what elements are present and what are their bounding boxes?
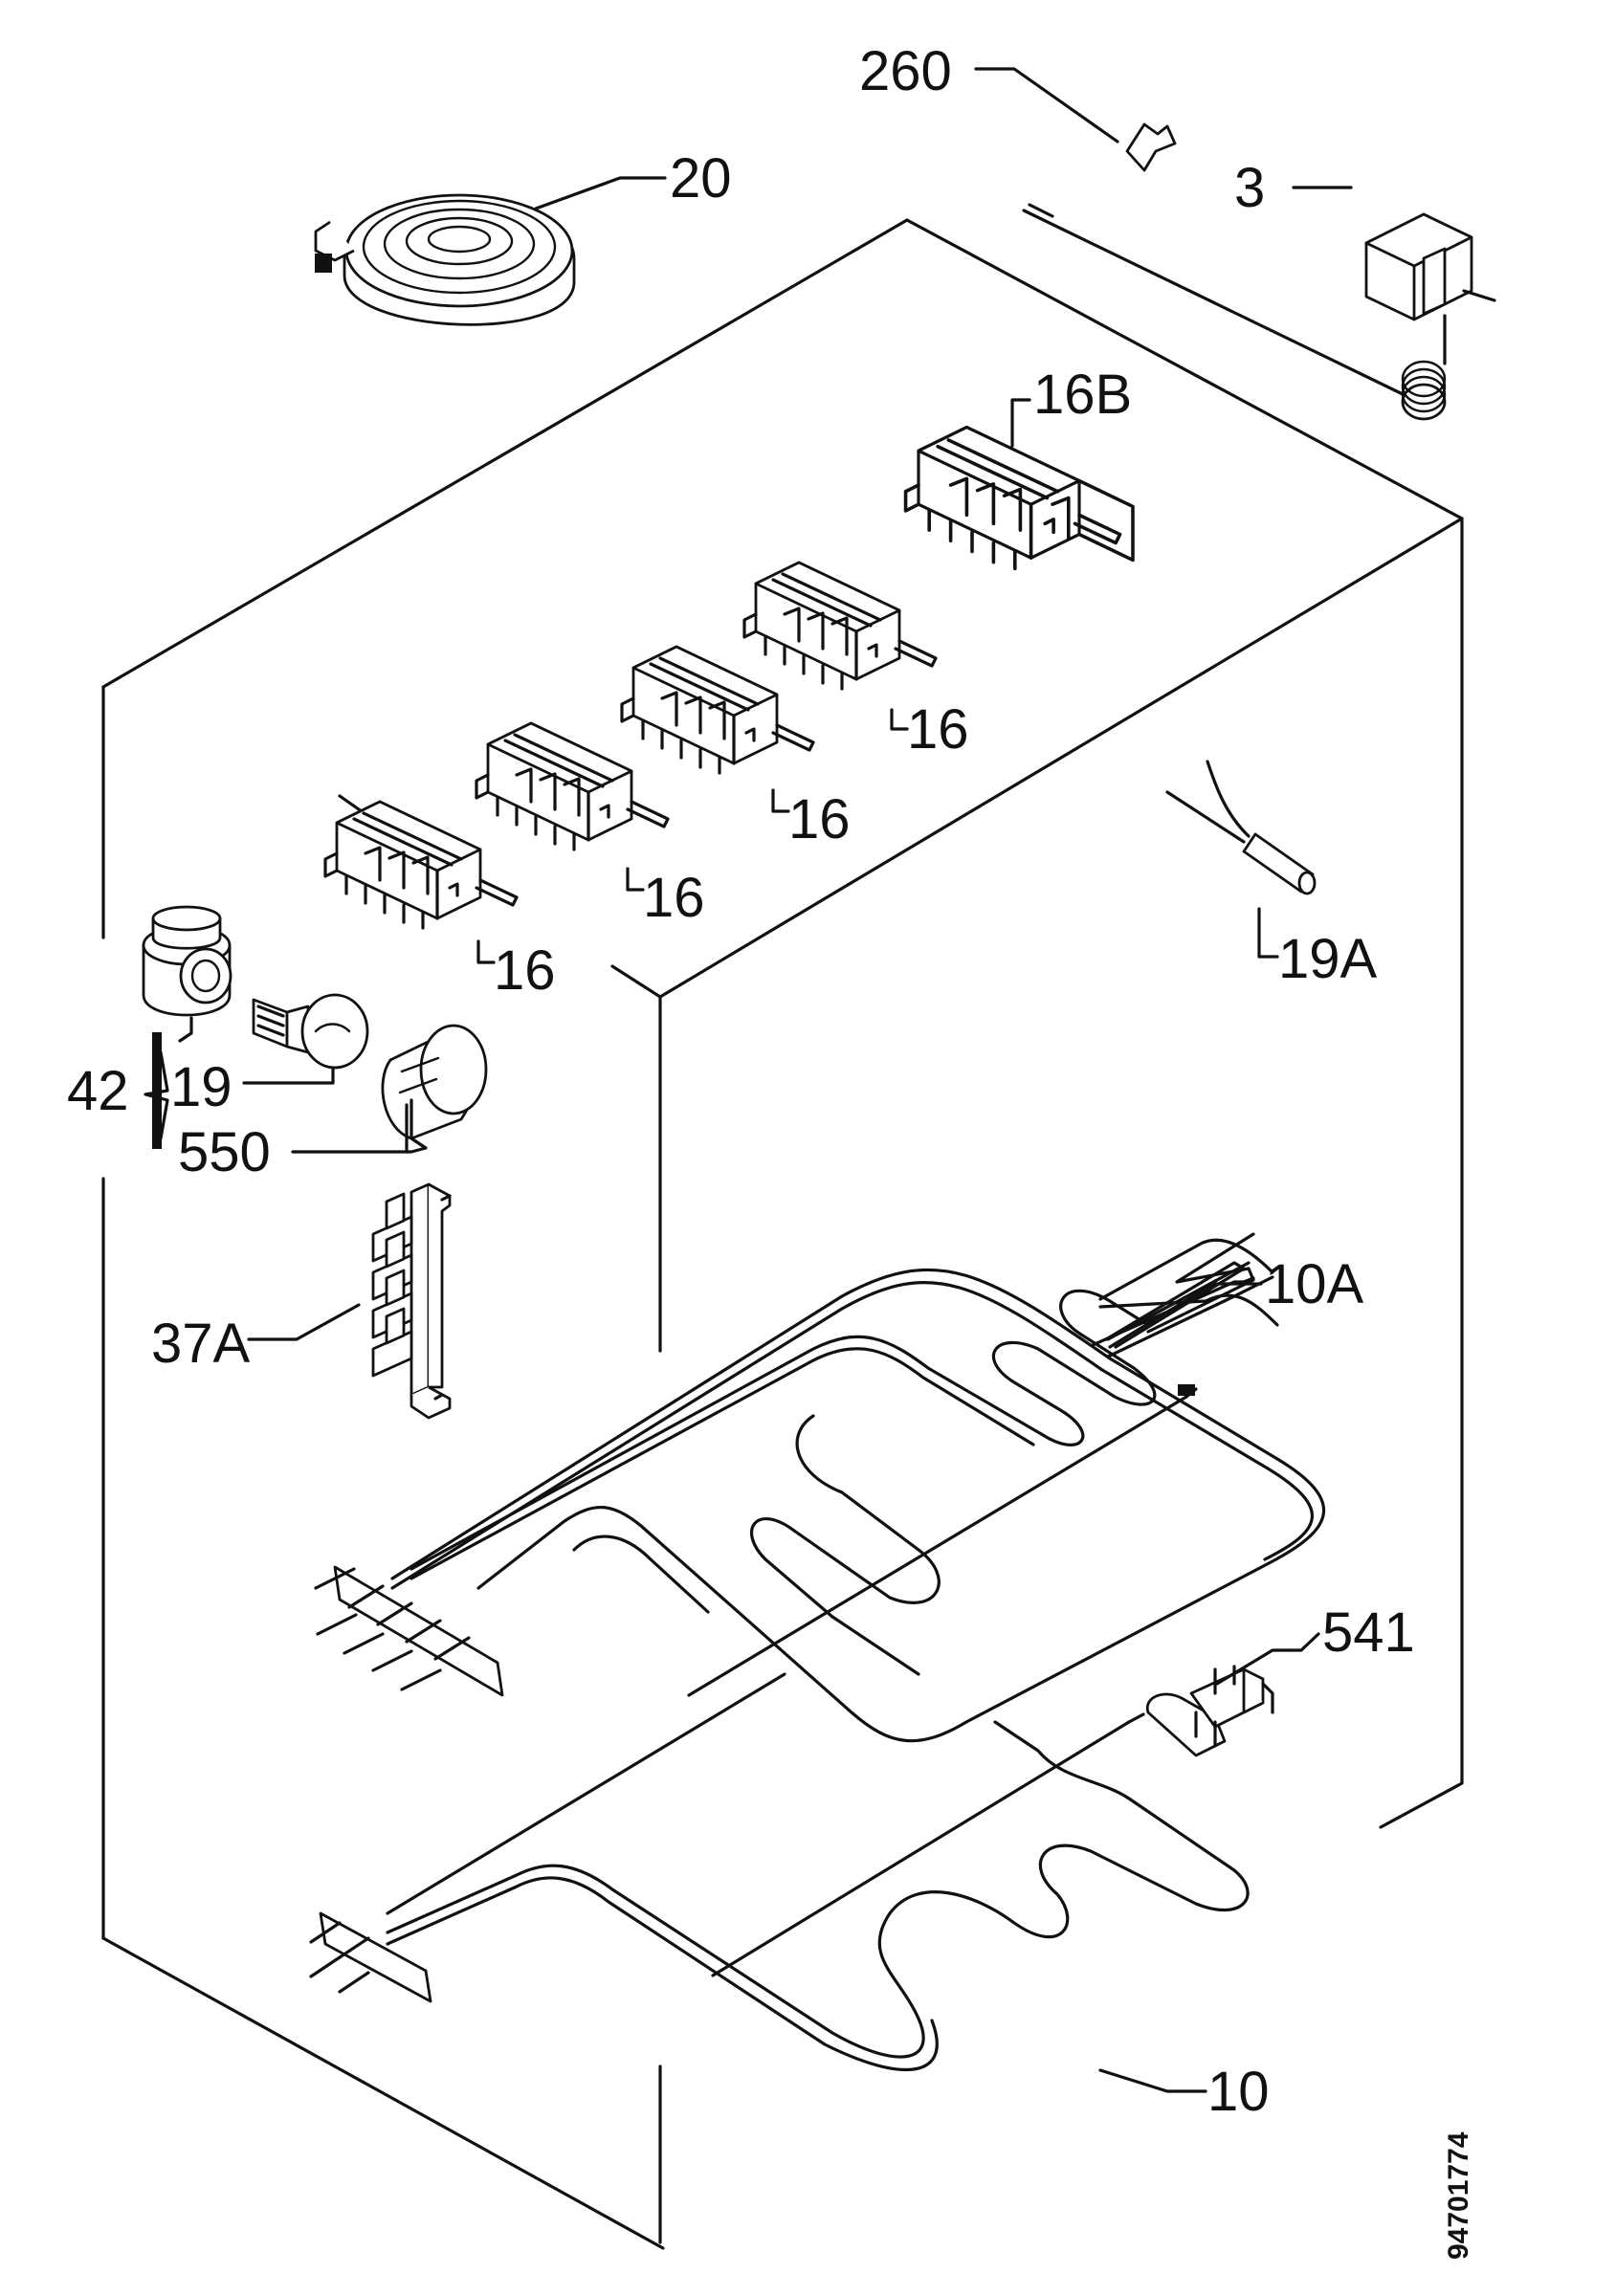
label-19: 19 [170, 1056, 232, 1118]
grill-heating-element [314, 1232, 1326, 1743]
label-19a: 19A [1278, 928, 1378, 990]
element-support-bracket [1145, 1632, 1320, 1757]
label-541: 541 [1322, 1601, 1415, 1664]
bottom-heating-element [309, 1672, 1250, 2093]
label-16b: 16B [1033, 364, 1132, 426]
selector-switch [620, 645, 815, 775]
lamp-assembly-bracket [144, 1032, 169, 1149]
label-16-switch-1: 16 [494, 939, 556, 1002]
label-3: 3 [1234, 157, 1265, 219]
label-10: 10 [1207, 2061, 1270, 2123]
thermostat [1022, 186, 1496, 421]
label-10a: 10A [1265, 1253, 1364, 1315]
terminal-block [247, 1182, 452, 1420]
label-16-switch-2: 16 [643, 867, 705, 929]
leader-lines-switches [476, 398, 1031, 964]
cabinet-outline [101, 218, 1464, 2250]
selector-switch [323, 800, 519, 930]
lamp-glass-cover [291, 1024, 488, 1154]
drawing-number: 94701774 [1443, 2131, 1474, 2260]
leader-lines-elements [1108, 1282, 1263, 1349]
label-37a: 37A [151, 1313, 251, 1375]
hotplate [314, 176, 667, 326]
selector-switch [742, 561, 938, 691]
oven-lamp [242, 993, 369, 1085]
label-16-switch-4: 16 [907, 698, 969, 761]
label-42: 42 [67, 1060, 129, 1122]
label-20: 20 [670, 147, 732, 210]
selector-switch [475, 721, 670, 851]
label-260: 260 [859, 40, 952, 102]
fixing-clip [974, 67, 1177, 172]
label-550: 550 [178, 1121, 271, 1183]
lamp-holder [142, 905, 232, 1043]
label-16-switch-3: 16 [788, 788, 851, 850]
selector-switch-main [903, 425, 1135, 571]
oven-temperature-sensor [1165, 760, 1317, 959]
